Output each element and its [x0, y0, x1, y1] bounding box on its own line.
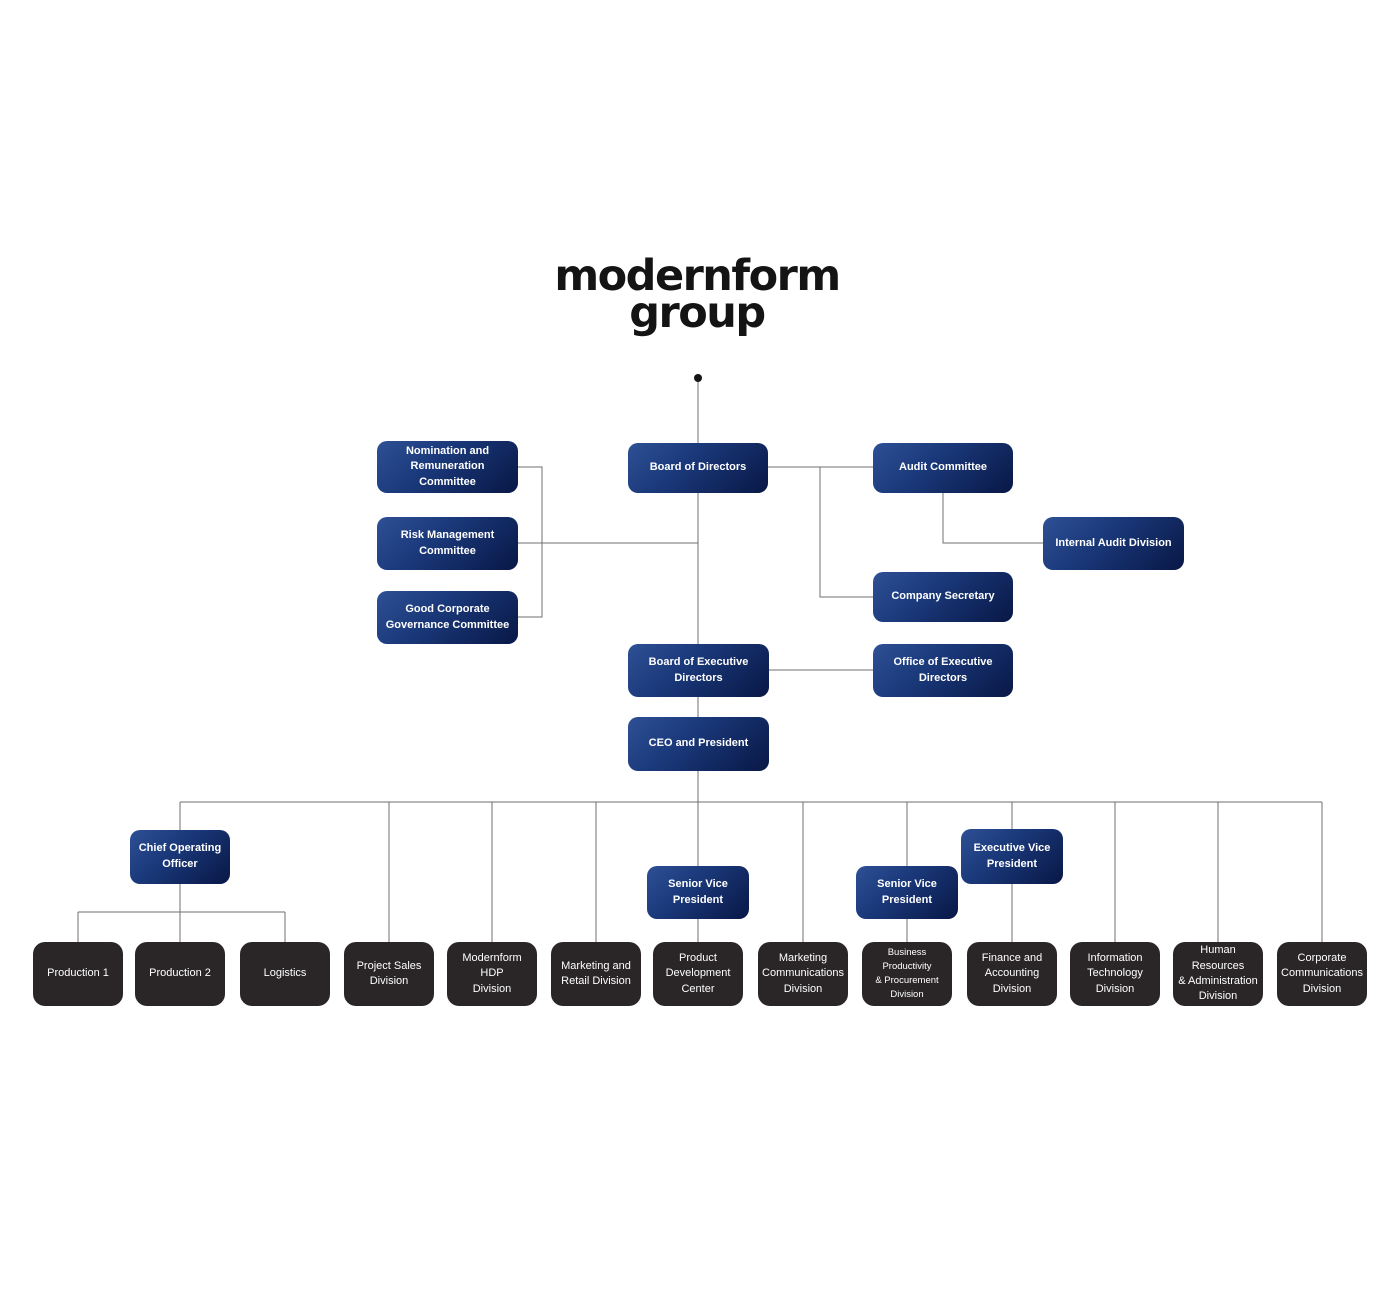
node-modernform-hdp-division: Modernform HDP Division	[447, 942, 537, 1006]
node-finance-and-accounting-division: Finance and Accounting Division	[967, 942, 1057, 1006]
connector-division-drops	[179, 802, 1323, 942]
node-marketing-communications-division: Marketing Communications Division	[758, 942, 848, 1006]
node-office-of-executive-directors: Office of Executive Directors	[873, 644, 1013, 697]
connector-coo-subrail	[77, 911, 286, 942]
node-logistics: Logistics	[240, 942, 330, 1006]
node-company-secretary: Company Secretary	[873, 572, 1013, 622]
node-business-productivity-procurement-division: Business Productivity & Procurement Divi…	[862, 942, 952, 1006]
node-internal-audit-division: Internal Audit Division	[1043, 517, 1184, 570]
node-senior-vice-president-2: Senior Vice President	[856, 866, 958, 919]
node-production-1: Production 1	[33, 942, 123, 1006]
connector-internal-audit	[942, 493, 1043, 544]
connector-left-committees	[518, 466, 698, 618]
node-board-of-executive-directors: Board of Executive Directors	[628, 644, 769, 697]
node-product-development-center: Product Development Center	[653, 942, 743, 1006]
node-project-sales-division: Project Sales Division	[344, 942, 434, 1006]
company-logo: modernform group	[447, 251, 947, 338]
spine-origin-dot	[694, 374, 702, 382]
node-executive-vice-president: Executive Vice President	[961, 829, 1063, 884]
node-good-corporate-governance-committee: Good Corporate Governance Committee	[377, 591, 518, 644]
node-ceo-and-president: CEO and President	[628, 717, 769, 771]
logo-line-2: group	[629, 287, 766, 338]
node-nomination-remuneration-committee: Nomination and Remuneration Committee	[377, 441, 518, 493]
node-risk-management-committee: Risk Management Committee	[377, 517, 518, 570]
node-audit-committee: Audit Committee	[873, 443, 1013, 493]
node-production-2: Production 2	[135, 942, 225, 1006]
node-marketing-and-retail-division: Marketing and Retail Division	[551, 942, 641, 1006]
node-information-technology-division: Information Technology Division	[1070, 942, 1160, 1006]
node-board-of-directors: Board of Directors	[628, 443, 768, 493]
connector-company-secretary	[819, 467, 873, 598]
node-chief-operating-officer: Chief Operating Officer	[130, 830, 230, 884]
node-corporate-communications-division: Corporate Communications Division	[1277, 942, 1367, 1006]
node-senior-vice-president-1: Senior Vice President	[647, 866, 749, 919]
node-human-resources-administration-division: Human Resources & Administration Divisio…	[1173, 942, 1263, 1006]
logo-line-1: modernform	[554, 251, 841, 301]
